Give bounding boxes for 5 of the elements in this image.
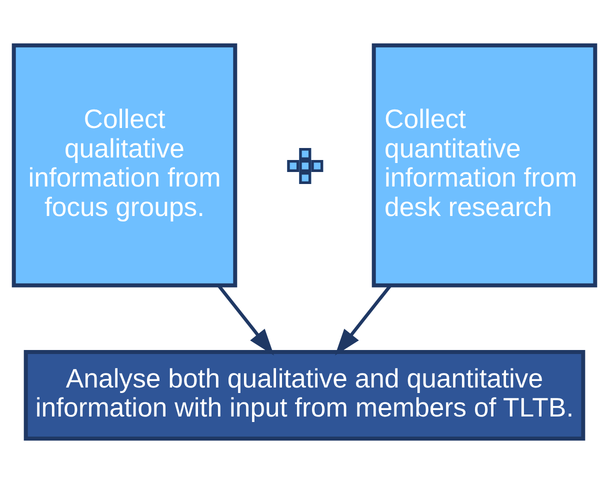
node-box: Analyse both qualitative and quantitative information with input from members of TLTB.: [24, 350, 586, 440]
arrow: [217, 284, 274, 355]
node-box: Collect quantitative information from desk research: [372, 42, 598, 287]
arrow: [334, 284, 392, 355]
node-box: Collect qualitative information from focus groups.: [12, 42, 238, 287]
